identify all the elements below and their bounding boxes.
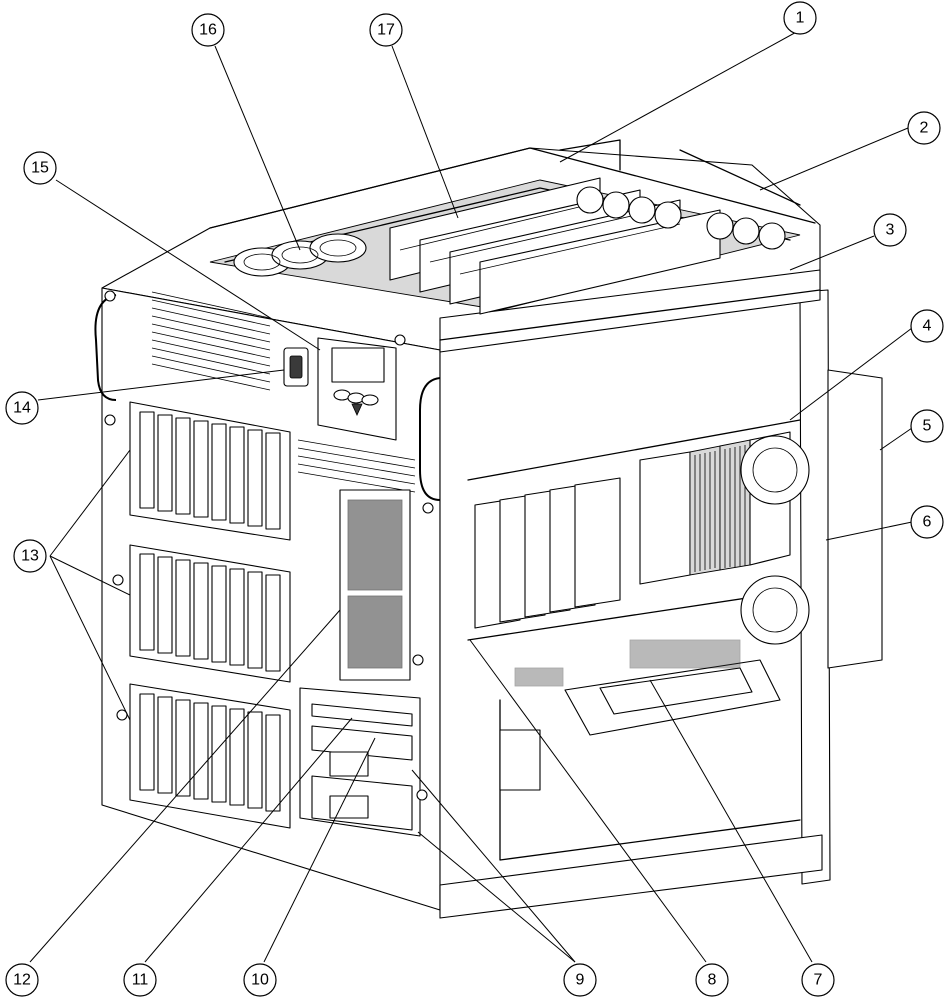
middle-vent xyxy=(297,439,416,493)
top-vent xyxy=(151,291,271,391)
callout-16: 16 xyxy=(191,13,225,47)
callout-17: 17 xyxy=(369,13,403,47)
memory-modules xyxy=(474,477,621,629)
drive-cage-bottom xyxy=(129,683,291,829)
callout-4-label: 4 xyxy=(923,318,932,335)
rear-fans xyxy=(740,435,810,645)
callout-14-label: 14 xyxy=(13,400,31,417)
callout-7-label: 7 xyxy=(814,972,823,989)
callout-2: 2 xyxy=(907,111,941,145)
drive-cage-top xyxy=(129,401,291,541)
power-supply xyxy=(827,369,883,669)
callout-5-label: 5 xyxy=(923,418,932,435)
callout-14: 14 xyxy=(5,391,39,425)
callout-8: 8 xyxy=(695,963,729,997)
callout-3: 3 xyxy=(873,213,907,247)
callout-11: 11 xyxy=(123,963,157,997)
callout-4: 4 xyxy=(910,309,944,343)
chassis-rear-edge xyxy=(799,289,831,885)
callout-13: 13 xyxy=(13,539,47,573)
callout-8-label: 8 xyxy=(708,972,717,989)
callout-7: 7 xyxy=(801,963,835,997)
callout-3-label: 3 xyxy=(886,222,895,239)
memory-board xyxy=(514,639,781,736)
callout-11-label: 11 xyxy=(132,972,149,989)
callout-12: 12 xyxy=(5,963,39,997)
callout-5: 5 xyxy=(910,409,944,443)
callout-10: 10 xyxy=(243,963,277,997)
media-vent xyxy=(339,489,411,681)
removable-media-bays xyxy=(299,687,421,837)
callout-10-label: 10 xyxy=(251,972,269,989)
callout-1: 1 xyxy=(783,1,817,35)
leader-lines xyxy=(29,29,913,963)
callout-6: 6 xyxy=(910,505,944,539)
fan-assembly xyxy=(233,233,367,277)
drive-cages xyxy=(129,401,291,829)
hot-plug-fans xyxy=(576,186,786,250)
top-internals xyxy=(233,139,801,315)
callout-9: 9 xyxy=(563,963,597,997)
callout-15-label: 15 xyxy=(31,160,49,177)
callout-17-label: 17 xyxy=(377,22,395,39)
front-details xyxy=(94,290,441,837)
callout-16-label: 16 xyxy=(199,22,217,39)
callout-15: 15 xyxy=(23,151,57,185)
expansion-boards xyxy=(389,177,721,315)
callout-13-label: 13 xyxy=(21,548,39,565)
handle-left xyxy=(94,294,117,401)
callout-1-label: 1 xyxy=(796,10,805,27)
callout-6-label: 6 xyxy=(923,514,932,531)
callout-12-label: 12 xyxy=(13,972,31,989)
display-panel xyxy=(317,337,397,441)
callout-9-label: 9 xyxy=(576,972,585,989)
drive-cage-middle xyxy=(129,544,291,683)
side-internals xyxy=(467,369,883,861)
handle-right xyxy=(419,377,441,501)
callout-2-label: 2 xyxy=(920,120,929,137)
